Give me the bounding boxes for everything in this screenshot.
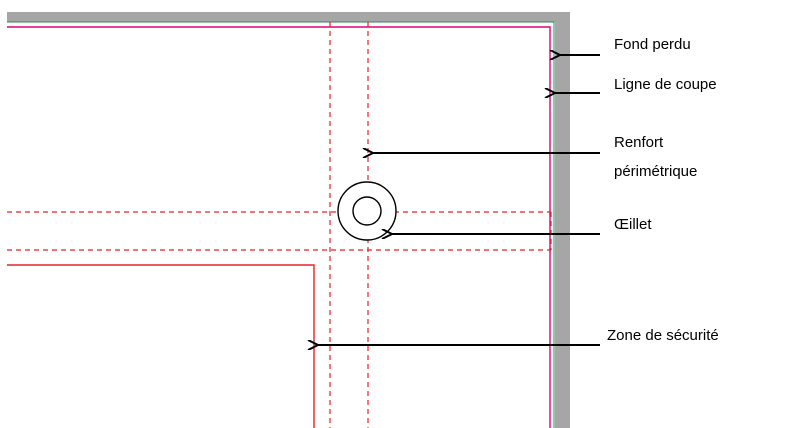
safe-zone-line bbox=[7, 264, 315, 428]
label-reinforcement-line2: périmétrique bbox=[614, 163, 697, 180]
cut-line bbox=[7, 26, 551, 428]
canvas bbox=[7, 22, 555, 428]
label-safe-zone: Zone de sécurité bbox=[607, 327, 719, 344]
label-bleed: Fond perdu bbox=[614, 36, 691, 53]
eyelet-inner-ring bbox=[352, 196, 382, 226]
trim-edge bbox=[7, 21, 555, 428]
label-cut-line: Ligne de coupe bbox=[614, 76, 717, 93]
label-reinforcement-line1: Renfort bbox=[614, 134, 664, 151]
eyelet-outer-ring bbox=[337, 181, 397, 241]
label-eyelet: Œillet bbox=[614, 216, 652, 233]
